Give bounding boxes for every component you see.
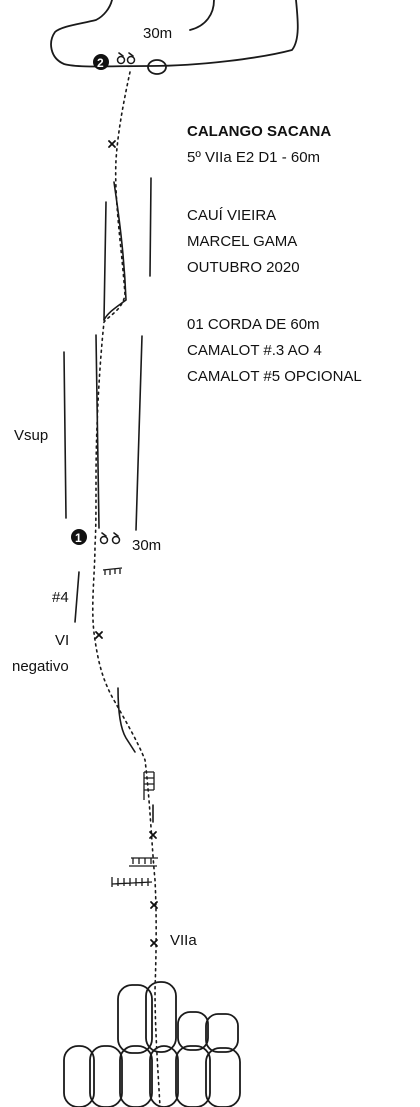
grade-vi: VI bbox=[55, 632, 69, 649]
gear-rope: 01 CORDA DE 60m bbox=[187, 316, 320, 333]
ledge-hold-1 bbox=[102, 567, 123, 575]
belay-station-2: 2 bbox=[93, 52, 167, 75]
bolt-3 bbox=[149, 831, 157, 839]
route-name: CALANGO SACANA bbox=[187, 123, 331, 140]
gear-camalot-optional: CAMALOT #5 OPCIONAL bbox=[187, 368, 362, 385]
ascent-date: OUTUBRO 2020 bbox=[187, 259, 300, 276]
belay-station-1: 1 30m bbox=[71, 529, 161, 575]
hold-row-1 bbox=[129, 857, 158, 867]
belay-2-marker bbox=[93, 54, 109, 70]
belay-1-number: 1 bbox=[75, 531, 82, 545]
belay-1-marker bbox=[71, 529, 87, 545]
bolt-5 bbox=[150, 939, 158, 947]
grade-vsup: Vsup bbox=[14, 427, 48, 444]
belay-2-number: 2 bbox=[97, 56, 104, 70]
hold-row-2 bbox=[111, 877, 153, 887]
crack-left-upper bbox=[103, 201, 107, 321]
summit-block bbox=[50, 0, 299, 68]
crack-right-long bbox=[135, 335, 143, 531]
summit-inner-line bbox=[189, 0, 215, 31]
dihedral-upper bbox=[103, 181, 127, 321]
grade-viia: VIIa bbox=[170, 932, 197, 949]
cam-size-label: #4 bbox=[52, 589, 69, 606]
crack-center-long bbox=[95, 334, 100, 529]
crack-right-upper bbox=[149, 177, 152, 277]
base-boulders bbox=[63, 981, 241, 1107]
first-ascent-1: CAUÍ VIEIRA bbox=[187, 207, 276, 224]
summit-boulder bbox=[147, 59, 167, 75]
crack-cam4 bbox=[74, 571, 80, 623]
route-grade: 5º VIIa E2 D1 - 60m bbox=[187, 149, 320, 166]
belay-1-anchor-icon bbox=[99, 532, 121, 545]
crack-left-long bbox=[63, 351, 67, 519]
negativo-label: negativo bbox=[12, 658, 69, 675]
roof-edge bbox=[117, 687, 136, 753]
belay-2-anchor-icon bbox=[116, 52, 136, 65]
hold-stack-1 bbox=[143, 771, 155, 800]
bolt-1 bbox=[108, 140, 116, 148]
bolt-2 bbox=[95, 631, 103, 639]
belay-1-length: 30m bbox=[132, 537, 161, 554]
gear-camalot-range: CAMALOT #.3 AO 4 bbox=[187, 342, 322, 359]
route-info-block: CALANGO SACANA 5º VIIa E2 D1 - 60m CAUÍ … bbox=[187, 123, 362, 385]
top-pitch-length: 30m bbox=[143, 25, 172, 42]
bolt-4 bbox=[150, 901, 158, 909]
first-ascent-2: MARCEL GAMA bbox=[187, 233, 297, 250]
